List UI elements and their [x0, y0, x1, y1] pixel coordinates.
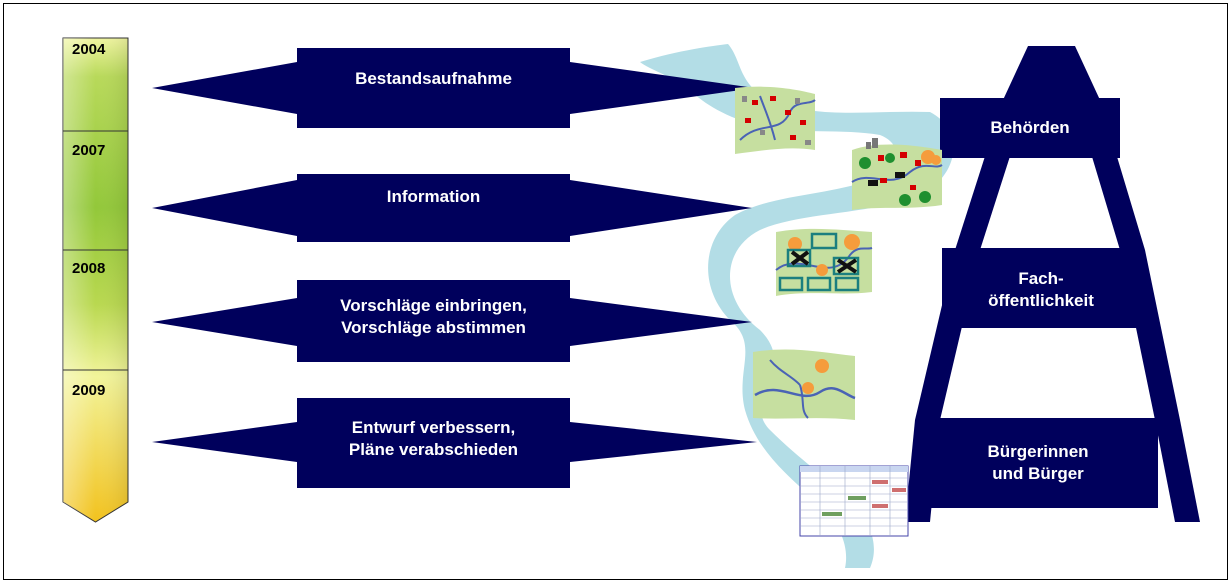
ladder-level-label: Behörden	[990, 118, 1070, 137]
step-label: Entwurf verbessern,Pläne verabschieden	[348, 418, 519, 459]
step-label: Information	[386, 187, 481, 206]
year-label: 2008	[72, 260, 106, 277]
ladder-level-label: Fach-öffentlichkeit	[988, 269, 1094, 310]
ladder-icon	[905, 46, 1200, 522]
diagram-frame	[3, 3, 1228, 580]
map-thumbnail-icon	[851, 138, 943, 210]
river-band	[640, 44, 954, 568]
timeline-arrow-icon	[62, 37, 129, 523]
year-label: 2004	[72, 41, 106, 58]
map-thumbnail-icon	[735, 86, 816, 154]
table-thumbnail-icon	[799, 465, 909, 537]
step-label: Bestandsaufnahme	[355, 69, 512, 88]
year-label: 2009	[72, 382, 106, 399]
map-thumbnail-icon	[753, 349, 856, 420]
step-label: Vorschläge einbringen,Vorschläge abstimm…	[340, 296, 527, 337]
map-thumbnail-icon	[775, 228, 873, 296]
double-arrow-icon	[152, 48, 757, 488]
year-label: 2007	[72, 142, 106, 159]
